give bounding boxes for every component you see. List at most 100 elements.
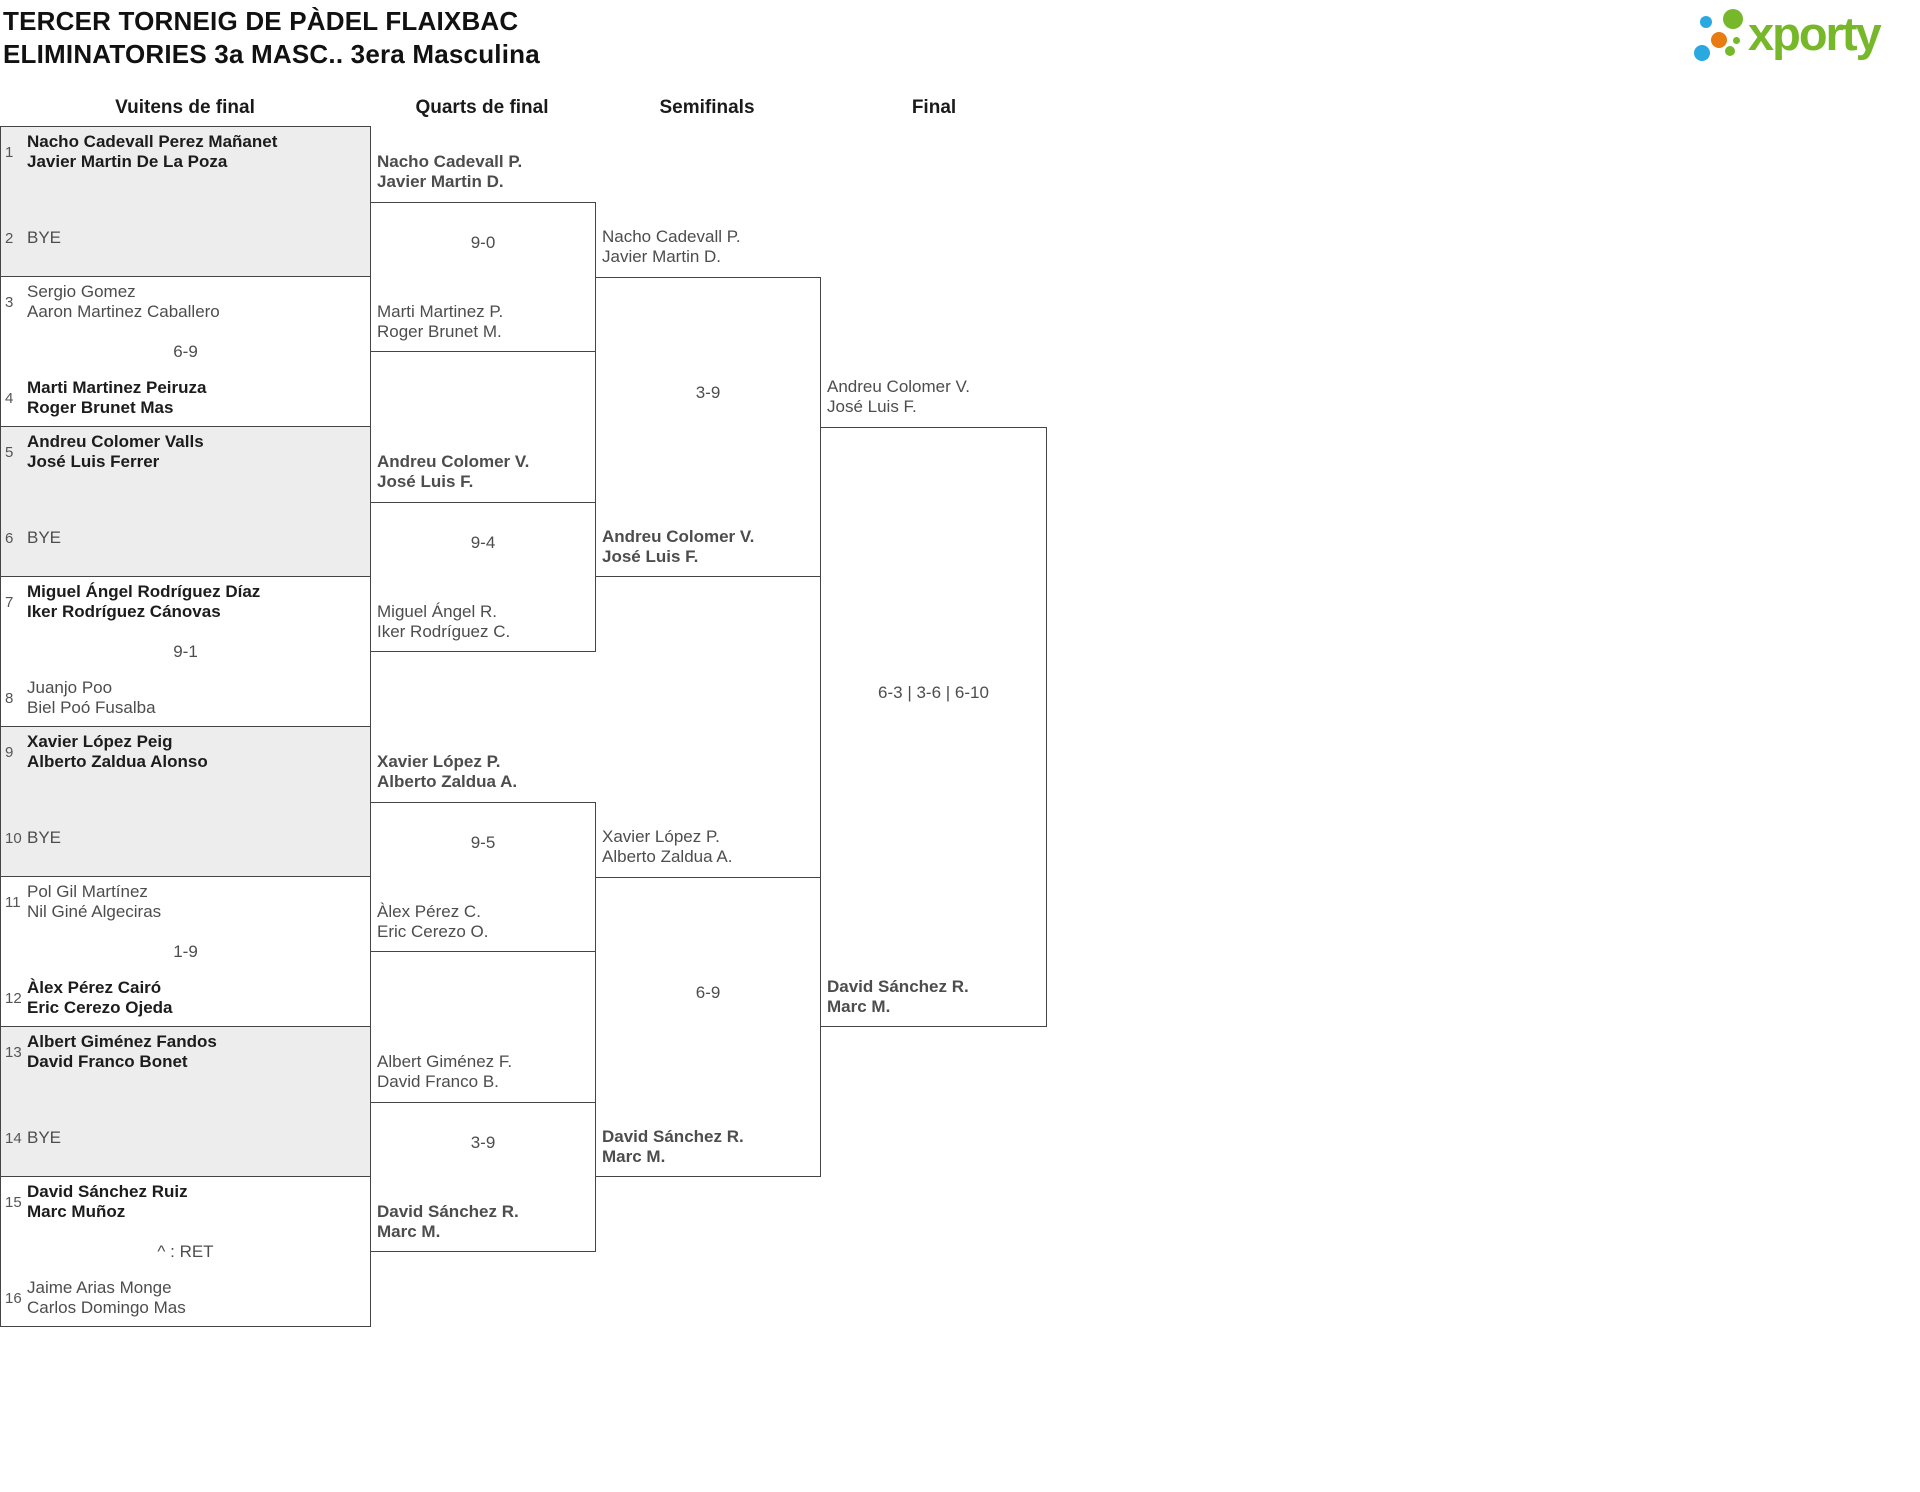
team-name-line: Àlex Pérez Cairó	[27, 978, 162, 997]
team-name-line: Javier Martin D.	[377, 172, 504, 191]
team-name-line: Àlex Pérez C.	[377, 902, 481, 921]
seed-number: 3	[5, 293, 14, 311]
seed-number: 9	[5, 743, 14, 761]
match-score: 9-1	[173, 642, 198, 661]
seed-number: 12	[5, 989, 22, 1007]
logo-wordmark: xporty	[1748, 7, 1882, 60]
team-name-line: Andreu Colomer Valls	[27, 432, 204, 451]
team-name-line: Xavier López P.	[602, 827, 720, 846]
match-score: 9-0	[470, 233, 496, 252]
team-name-line: Alberto Zaldua A.	[602, 847, 733, 866]
qf-team-label: Albert Giménez F.David Franco B.	[377, 1052, 512, 1092]
qf-team-label: Àlex Pérez C.Eric Cerezo O.	[377, 902, 488, 942]
team-name-line: José Luis F.	[602, 547, 699, 566]
qf-team-label: Xavier López P.Alberto Zaldua A.	[377, 752, 517, 792]
team-name-line: Alberto Zaldua A.	[377, 772, 518, 791]
logo-dot-icon	[1723, 9, 1743, 29]
team-name-line: Iker Rodríguez C.	[377, 622, 511, 641]
seed-number: 4	[5, 389, 14, 407]
team-name-line: David Sánchez R.	[602, 1127, 744, 1146]
match-score: 3-9	[695, 383, 721, 402]
team-name-line: David Sánchez R.	[827, 977, 969, 996]
seed-number: 16	[5, 1289, 22, 1307]
team-name-line: Alberto Zaldua Alonso	[27, 752, 208, 771]
match-score: 6-3 | 3-6 | 6-10	[878, 683, 989, 702]
team-name-line: Albert Giménez Fandos	[27, 1032, 217, 1051]
team-name-line: Eric Cerezo Ojeda	[27, 998, 173, 1017]
team-name-line: Miguel Ángel Rodríguez Díaz	[27, 582, 261, 601]
team-name-line: Javier Martin De La Poza	[27, 152, 228, 171]
seed-number: 15	[5, 1193, 22, 1211]
team-name-line: Andreu Colomer V.	[827, 377, 971, 396]
team-name-line: Sergio Gomez	[27, 282, 136, 301]
seed-number: 7	[5, 593, 14, 611]
r16-entry-6: 6 BYE	[5, 528, 365, 548]
team-name-line: Albert Giménez F.	[377, 1052, 513, 1071]
team-name-line: Andreu Colomer V.	[602, 527, 755, 546]
seed-number: 13	[5, 1043, 22, 1061]
logo-dot-icon	[1694, 45, 1710, 61]
team-name-line: Marti Martinez Peiruza	[27, 378, 207, 397]
seed-number: 8	[5, 689, 14, 707]
seed-number: 2	[5, 229, 14, 247]
team-name-line: Aaron Martinez Caballero	[27, 302, 220, 321]
team-name-line: David Franco Bonet	[27, 1052, 188, 1071]
qf-team-label: Miguel Ángel R.Iker Rodríguez C.	[377, 602, 510, 642]
tournament-title: TERCER TORNEIG DE PÀDEL FLAIXBAC	[3, 6, 519, 36]
team-name-line: Miguel Ángel R.	[377, 602, 498, 621]
r16-match-box-1	[0, 126, 371, 277]
seed-number: 6	[5, 529, 14, 547]
sf-team-label: Andreu Colomer V.José Luis F.	[602, 527, 754, 567]
logo-dot-icon	[1733, 37, 1740, 44]
tournament-subtitle: ELIMINATORIES 3a MASC.. 3era Masculina	[3, 39, 540, 69]
team-name-line: Nacho Cadevall Perez Mañanet	[27, 132, 278, 151]
team-name-line: BYE	[27, 1128, 62, 1147]
qf-match-box-4	[370, 1102, 596, 1252]
team-name-line: Roger Brunet Mas	[27, 398, 174, 417]
r16-entry-10: 10 BYE	[5, 828, 365, 848]
r16-entry-2: 2 BYE	[5, 228, 365, 248]
logo-dot-icon	[1725, 46, 1735, 56]
team-name-line: Xavier López P.	[377, 752, 501, 771]
team-name-line: BYE	[27, 528, 62, 547]
round-header-semifinals: Semifinals	[659, 97, 755, 118]
team-name-line: Pol Gil Martínez	[27, 882, 148, 901]
match-score: 9-5	[470, 833, 496, 852]
qf-team-label: Nacho Cadevall P.Javier Martin D.	[377, 152, 522, 192]
qf-match-box-2	[370, 502, 596, 652]
r16-match-box-3	[0, 426, 371, 577]
match-score: 6-9	[173, 342, 198, 361]
qf-team-label: David Sánchez R.Marc M.	[377, 1202, 519, 1242]
round-header-vuitens: Vuitens de final	[115, 97, 255, 118]
team-name-line: David Sánchez Ruiz	[27, 1182, 188, 1201]
team-name-line: Roger Brunet M.	[377, 322, 502, 341]
sf-team-label: Xavier López P.Alberto Zaldua A.	[602, 827, 732, 867]
r16-entry-14: 14 BYE	[5, 1128, 365, 1148]
r16-match-box-5	[0, 726, 371, 877]
seed-number: 1	[5, 143, 14, 161]
team-name-line: Andreu Colomer V.	[377, 452, 530, 471]
team-name-line: Marc M.	[377, 1222, 441, 1241]
match-score: 1-9	[173, 942, 198, 961]
team-name-line: Marc M.	[602, 1147, 666, 1166]
match-score: 9-4	[470, 533, 496, 552]
round-header-final: Final	[911, 97, 957, 118]
final-team-label: David Sánchez R.Marc M.	[827, 977, 969, 1017]
logo-dot-icon	[1700, 16, 1712, 28]
team-name-line: José Luis F.	[377, 472, 474, 491]
team-name-line: David Sánchez R.	[377, 1202, 519, 1221]
team-name-line: José Luis Ferrer	[27, 452, 160, 471]
final-match-box	[820, 427, 1047, 1027]
team-name-line: Marti Martinez P.	[377, 302, 504, 321]
